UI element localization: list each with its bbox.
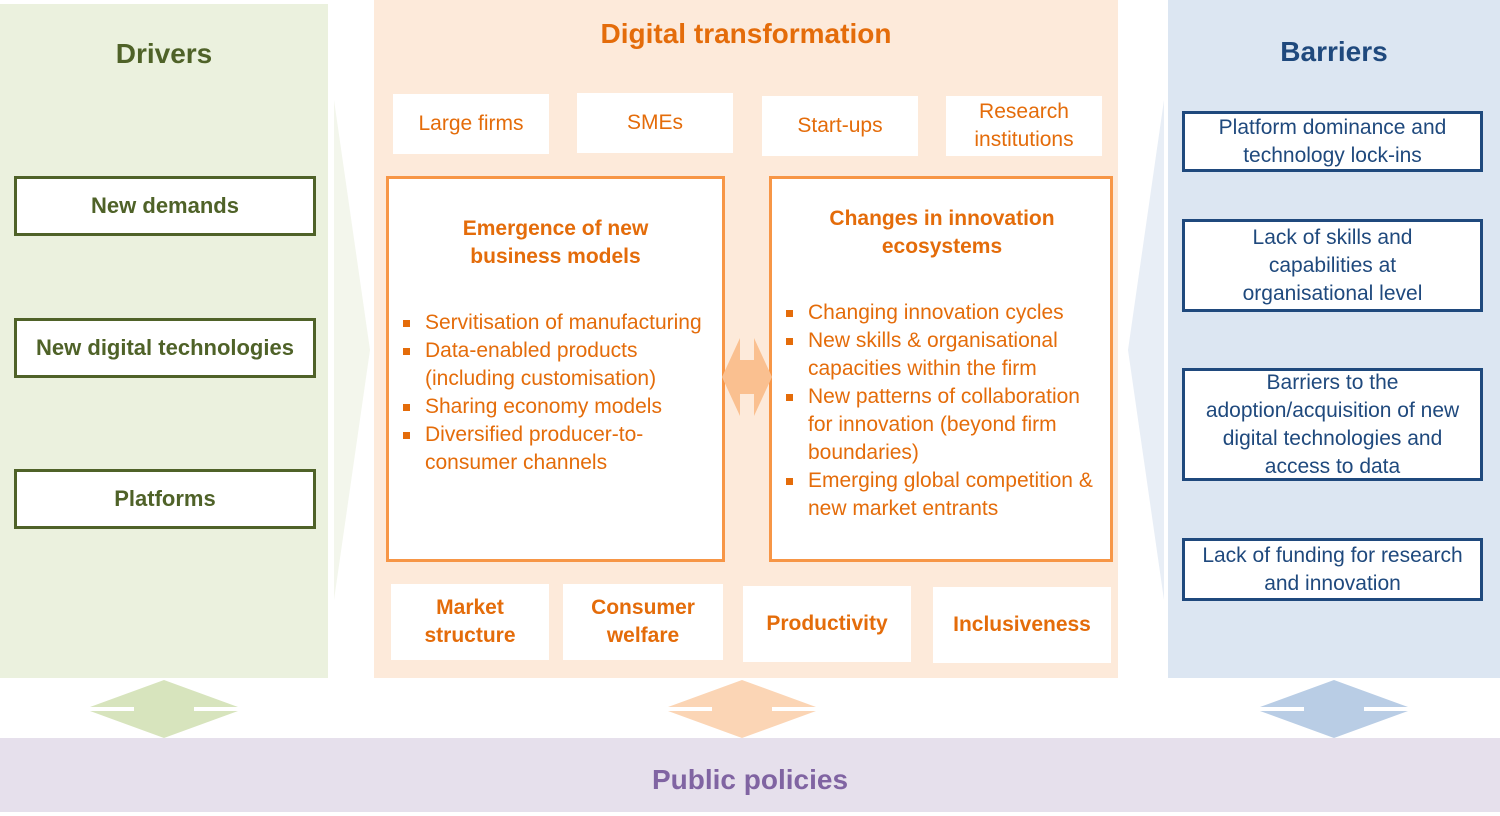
actor-smes: SMEs	[577, 93, 733, 153]
driver-new-digital-technologies: New digital technologies	[14, 318, 316, 378]
list-item: Servitisation of manufacturing	[403, 309, 715, 337]
business-models-box: Emergence of new business models Serviti…	[386, 176, 725, 562]
barrier-adoption-acquisition: Barriers to the adoption/acquisition of …	[1182, 368, 1483, 481]
barriers-chevron-arrow	[1128, 100, 1164, 600]
list-item: Emerging global competition & new market…	[786, 467, 1102, 523]
barrier-lack-of-funding: Lack of funding for research and innovat…	[1182, 538, 1483, 601]
digital-transformation-title: Digital transformation	[600, 18, 892, 49]
public-policies-title: Public policies	[651, 764, 849, 795]
impact-consumer-welfare: Consumer welfare	[563, 584, 723, 660]
business-models-list: Servitisation of manufacturing Data-enab…	[403, 309, 715, 477]
drivers-chevron-arrow	[334, 100, 370, 600]
actor-large-firms: Large firms	[393, 94, 549, 154]
innovation-ecosystems-list: Changing innovation cycles New skills & …	[786, 299, 1102, 523]
drivers-policy-arrow-icon	[90, 680, 238, 738]
driver-platforms: Platforms	[14, 469, 316, 529]
transformation-policy-arrow-icon	[668, 680, 816, 738]
barriers-policy-arrow-icon	[1260, 680, 1408, 738]
business-models-heading: Emergence of new business models	[462, 217, 649, 268]
actor-start-ups: Start-ups	[762, 96, 918, 156]
driver-new-demands: New demands	[14, 176, 316, 236]
drivers-title: Drivers	[115, 38, 213, 69]
actor-research-institutions: Research institutions	[946, 96, 1102, 156]
barrier-platform-dominance: Platform dominance and technology lock-i…	[1182, 111, 1483, 172]
list-item: Sharing economy models	[403, 393, 715, 421]
impact-market-structure: Market structure	[391, 584, 549, 660]
innovation-ecosystems-box: Changes in innovation ecosystems Changin…	[769, 176, 1113, 562]
barrier-lack-of-skills: Lack of skills and capabilities at organ…	[1182, 219, 1483, 312]
impact-productivity: Productivity	[743, 586, 911, 662]
list-item: Changing innovation cycles	[786, 299, 1102, 327]
barriers-title: Barriers	[1280, 36, 1388, 67]
impact-inclusiveness: Inclusiveness	[933, 587, 1111, 663]
list-item: New patterns of collaboration for innova…	[786, 383, 1102, 467]
innovation-ecosystems-heading: Changes in innovation ecosystems	[829, 207, 1055, 258]
list-item: New skills & organisational capacities w…	[786, 327, 1102, 383]
double-arrow-icon	[722, 338, 772, 416]
public-policies-band	[0, 738, 1500, 812]
list-item: Data-enabled products (including customi…	[403, 337, 715, 393]
list-item: Diversified producer-to-consumer channel…	[403, 421, 715, 477]
